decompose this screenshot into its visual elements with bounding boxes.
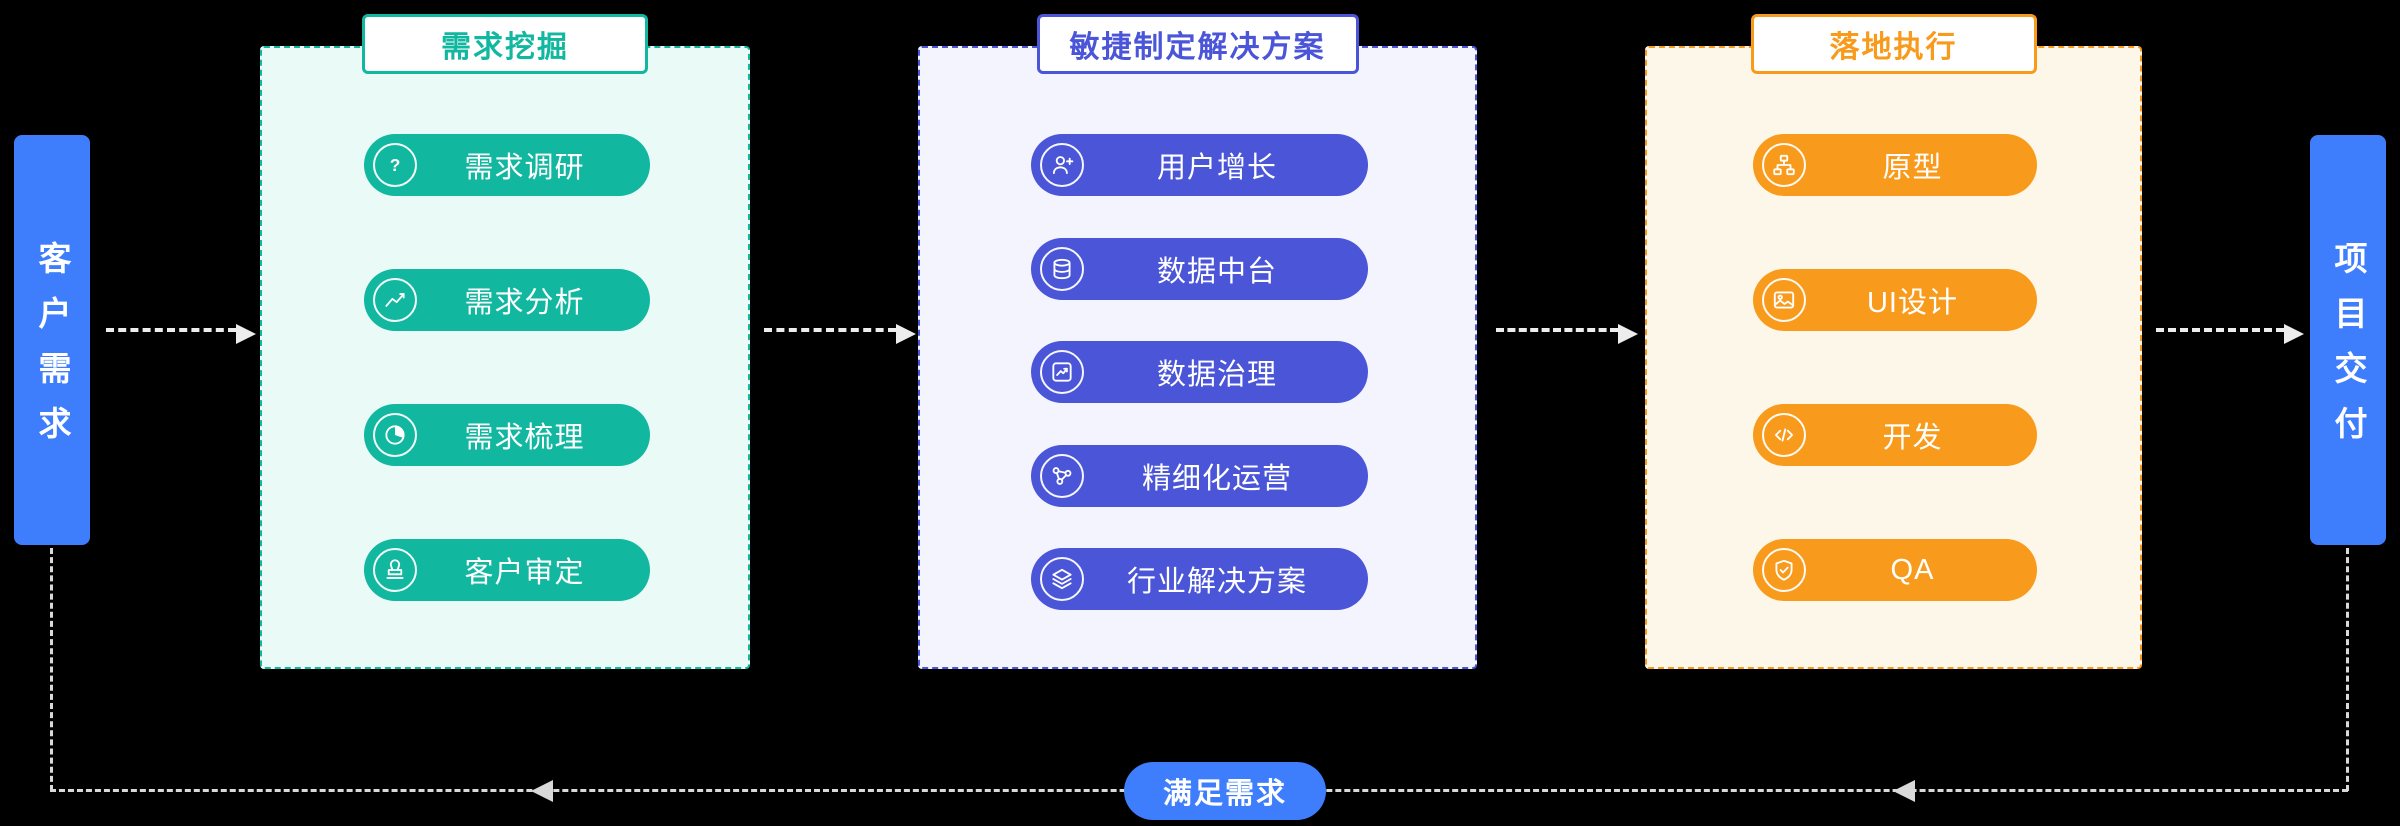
pill-industry-solutions: 行业解决方案	[1031, 548, 1368, 610]
feedback-arrowhead-left	[531, 779, 553, 802]
pill-ui-design: UI设计	[1753, 269, 2037, 331]
pill-label: 需求梳理	[464, 422, 585, 454]
network-nodes-icon	[1040, 454, 1084, 498]
layers-icon	[1040, 557, 1084, 601]
flow-arrow-4	[2156, 324, 2304, 344]
customer-needs-node: 客户需求	[14, 135, 90, 545]
database-icon	[1040, 247, 1084, 291]
pill-data-platform: 数据中台	[1031, 238, 1368, 300]
pill-development: 开发	[1753, 404, 2037, 466]
pill-label: 数据治理	[1156, 359, 1277, 391]
pill-label: 原型	[1882, 152, 1943, 184]
panel-agile-solution: 敏捷制定解决方案 用户增长 数据中台	[918, 14, 1477, 669]
pie-chart-icon	[373, 413, 417, 457]
trend-chart-icon	[373, 278, 417, 322]
pill-label: 客户审定	[464, 557, 585, 589]
svg-text:?: ?	[390, 155, 401, 175]
question-icon: ?	[373, 143, 417, 187]
shield-check-icon	[1762, 548, 1806, 592]
pill-requirement-analysis: 需求分析	[364, 269, 650, 331]
pill-prototype: 原型	[1753, 134, 2037, 196]
project-delivery-node: 项目交付	[2310, 135, 2386, 545]
panel-requirements-mining: 需求挖掘 ? 需求调研 需求分析	[260, 14, 750, 669]
user-plus-icon	[1040, 143, 1084, 187]
flow-arrow-3	[1496, 324, 1638, 344]
pill-label: 需求调研	[464, 152, 585, 184]
pill-label: 精细化运营	[1141, 463, 1292, 495]
data-governance-chart-icon	[1040, 350, 1084, 394]
panel-title-label: 落地执行	[1829, 31, 1958, 64]
sitemap-icon	[1762, 143, 1806, 187]
panel-title-agile-solution: 敏捷制定解决方案	[1036, 14, 1359, 74]
panel-title-execution: 落地执行	[1750, 14, 2037, 74]
pill-label: 数据中台	[1156, 256, 1277, 288]
pill-label: QA	[1890, 553, 1935, 586]
pill-label: 需求分析	[464, 287, 585, 319]
panel-title-label: 敏捷制定解决方案	[1069, 31, 1326, 64]
panel-execution: 落地执行 原型 UI设计	[1645, 14, 2142, 669]
pill-requirement-research: ? 需求调研	[364, 134, 650, 196]
flow-arrow-1	[106, 324, 256, 344]
pill-label: 开发	[1882, 422, 1943, 454]
panel-title-requirements-mining: 需求挖掘	[362, 14, 648, 74]
pill-label: UI设计	[1866, 287, 1958, 319]
feedback-pill-label: 满足需求	[1162, 778, 1287, 810]
customer-needs-label: 客户需求	[34, 241, 71, 461]
flow-arrow-2	[764, 324, 916, 344]
feedback-arrowhead-right	[1893, 779, 1915, 802]
pill-customer-approval: 客户审定	[364, 539, 650, 601]
pill-data-governance: 数据治理	[1031, 341, 1368, 403]
pill-requirement-sorting: 需求梳理	[364, 404, 650, 466]
stamp-icon	[373, 548, 417, 592]
panel-title-label: 需求挖掘	[441, 31, 569, 64]
feedback-line-right-vertical	[2346, 548, 2349, 791]
pill-label: 用户增长	[1156, 152, 1277, 184]
pill-qa: QA	[1753, 539, 2037, 601]
pill-label: 行业解决方案	[1126, 566, 1307, 598]
feedback-line-left-vertical	[50, 548, 53, 791]
feedback-pill: 满足需求	[1124, 762, 1326, 820]
project-delivery-label: 项目交付	[2330, 241, 2367, 461]
pill-refined-operations: 精细化运营	[1031, 445, 1368, 507]
pill-user-growth: 用户增长	[1031, 134, 1368, 196]
image-icon	[1762, 278, 1806, 322]
code-icon	[1762, 413, 1806, 457]
